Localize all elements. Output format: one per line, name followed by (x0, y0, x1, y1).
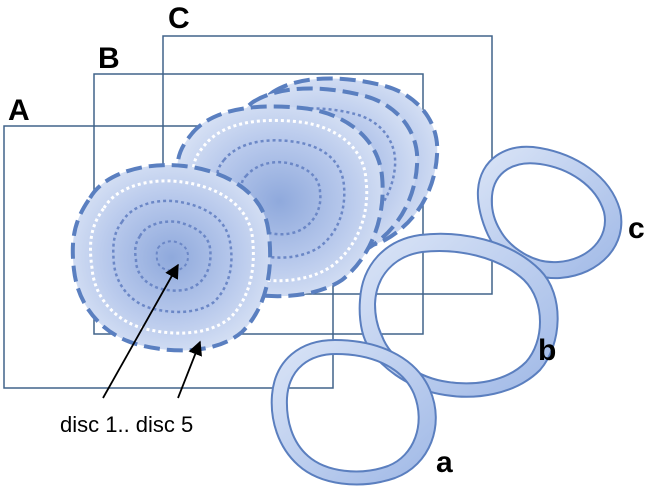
ring-label-a: a (436, 446, 453, 479)
box-label-C: C (168, 2, 190, 35)
box-label-A: A (8, 94, 30, 127)
arrow-disc-1 (102, 263, 179, 399)
ring-c (476, 145, 623, 280)
disc-group-A (70, 163, 273, 353)
arrow-disc-5 (177, 340, 202, 399)
ring-label-b: b (538, 334, 556, 367)
ring-a (270, 338, 437, 486)
disc-annotation: disc 1.. disc 5 (60, 412, 193, 437)
ring-label-c: c (628, 212, 645, 245)
box-label-B: B (98, 42, 120, 75)
